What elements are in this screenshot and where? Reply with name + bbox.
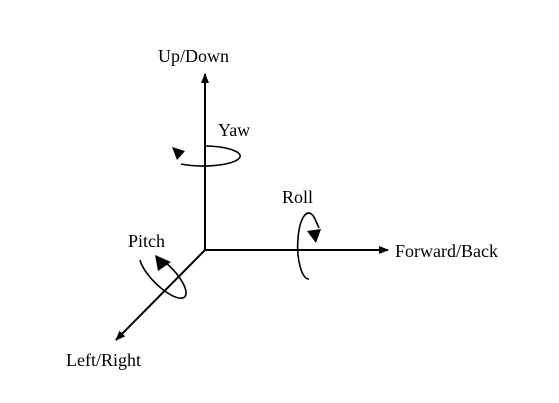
roll-label: Roll bbox=[282, 187, 313, 207]
yaw-label: Yaw bbox=[218, 120, 250, 140]
roll-rotation-icon bbox=[296, 212, 321, 280]
left-right-label: Left/Right bbox=[66, 350, 141, 370]
forward-back-label: Forward/Back bbox=[395, 241, 498, 261]
yaw-rotation-icon bbox=[172, 145, 241, 167]
pitch-rotation-icon bbox=[139, 255, 187, 299]
pitch-label: Pitch bbox=[128, 231, 165, 251]
left-right-axis bbox=[115, 249, 206, 341]
up-down-label: Up/Down bbox=[158, 46, 229, 66]
